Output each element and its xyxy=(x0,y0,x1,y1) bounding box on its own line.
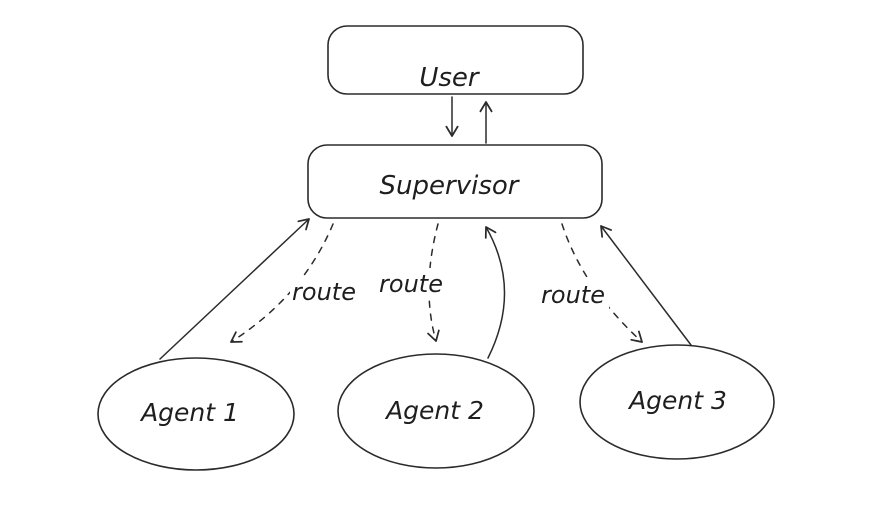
route-label-1-backdrop xyxy=(290,276,360,306)
route-label-3-backdrop xyxy=(539,279,609,309)
edge-agent1-to-supervisor xyxy=(159,218,310,360)
agent2-node-label: Agent 2 xyxy=(384,396,484,425)
agent1-node-label: Agent 1 xyxy=(139,398,239,427)
route-edge-label-2: route xyxy=(379,270,443,298)
agent1-node-shape xyxy=(97,357,295,471)
edge-agent2-to-supervisor xyxy=(484,226,506,359)
route-label-2-backdrop xyxy=(377,268,447,298)
route-edge-label-3: route xyxy=(541,281,605,309)
user-node-label: User xyxy=(419,63,481,93)
agent2-node-shape xyxy=(337,353,535,469)
supervisor-node-label: Supervisor xyxy=(380,171,521,201)
supervisor-node-shape xyxy=(307,144,603,219)
route-edge-label-1: route xyxy=(292,278,356,306)
user-node-shape xyxy=(327,25,584,95)
agent3-node-shape xyxy=(579,344,775,460)
agent3-node-label: Agent 3 xyxy=(627,386,727,415)
edge-supervisor-to-agent2-route xyxy=(427,223,440,342)
edge-agent3-to-supervisor xyxy=(600,225,692,346)
